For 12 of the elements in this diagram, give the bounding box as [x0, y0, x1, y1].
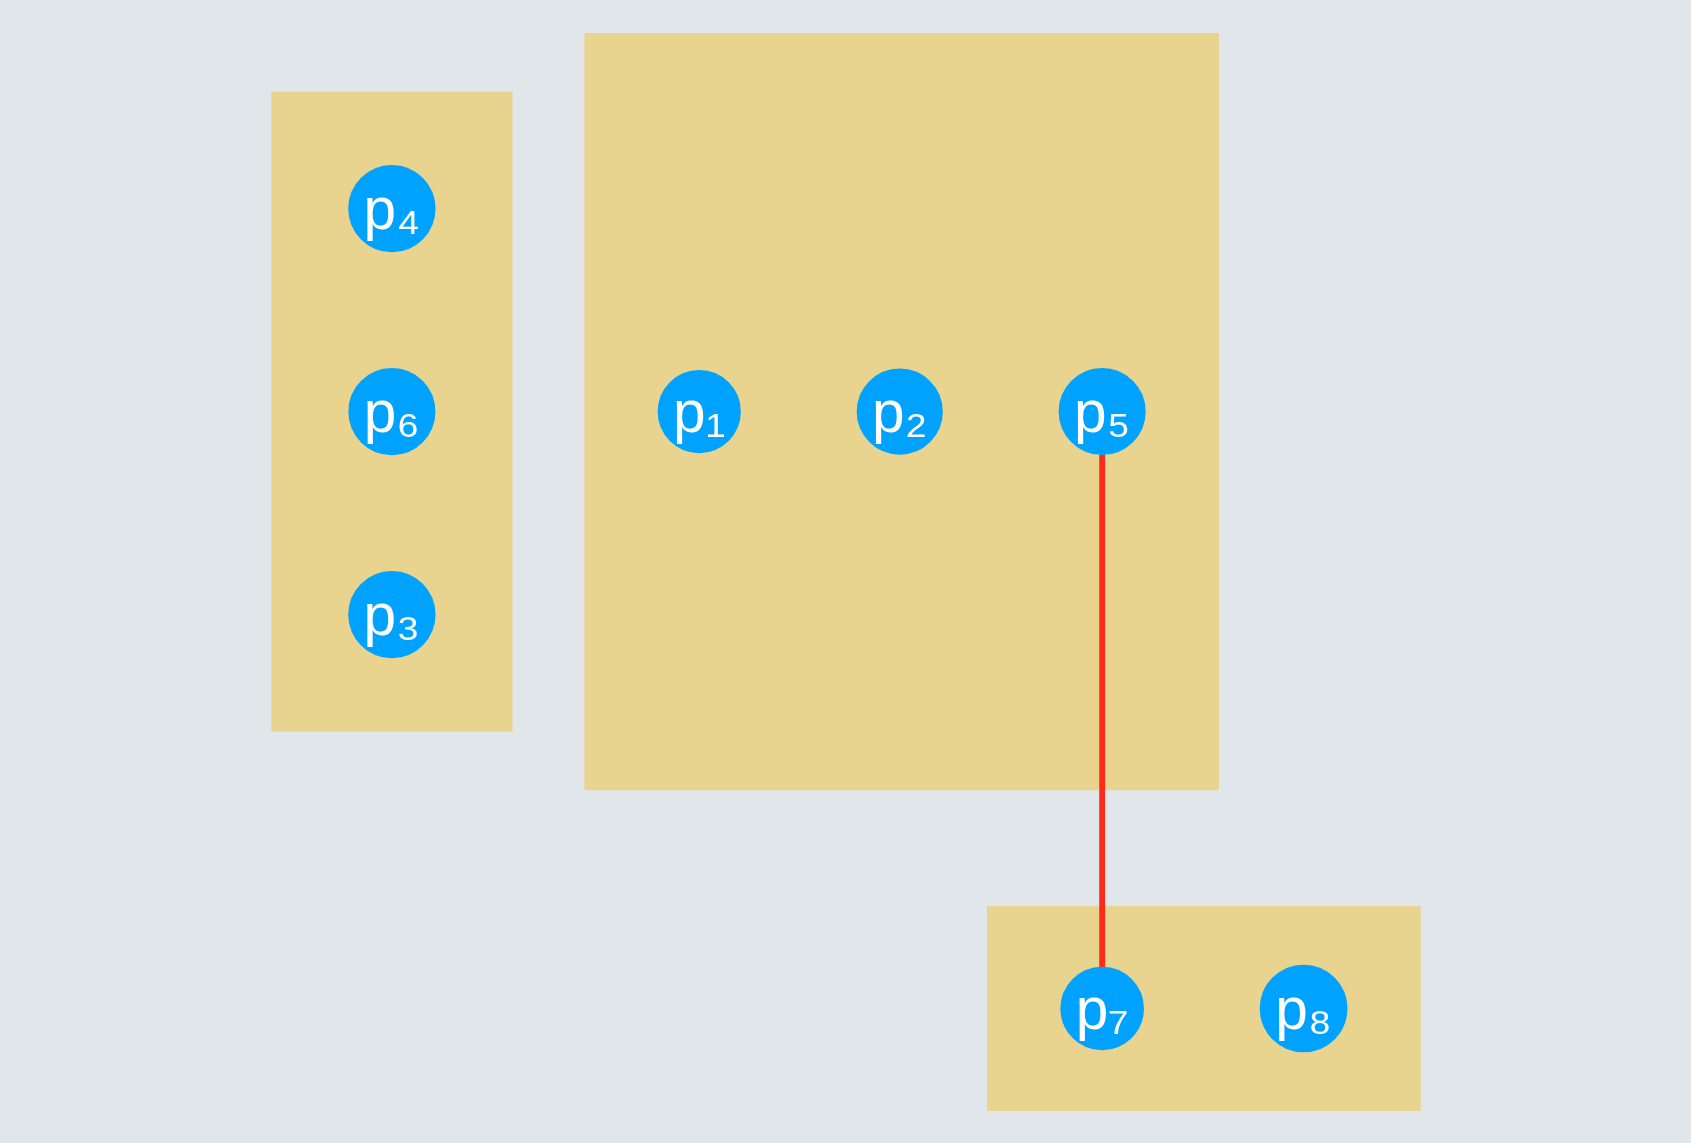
node-circle: p₈: [1259, 964, 1347, 1052]
cluster: [270, 91, 512, 732]
node-circle: p₆: [347, 367, 435, 455]
node-circle: p₂: [856, 368, 943, 455]
connector: [1098, 453, 1105, 967]
node-circle: p₇: [1059, 966, 1144, 1050]
cluster: [583, 32, 1219, 790]
node-circle: p₃: [347, 570, 436, 658]
node-circle: p₄: [347, 164, 436, 252]
cluster: [986, 905, 1421, 1111]
node-circle: p₁: [657, 369, 741, 453]
node-circle: p₅: [1058, 367, 1146, 455]
